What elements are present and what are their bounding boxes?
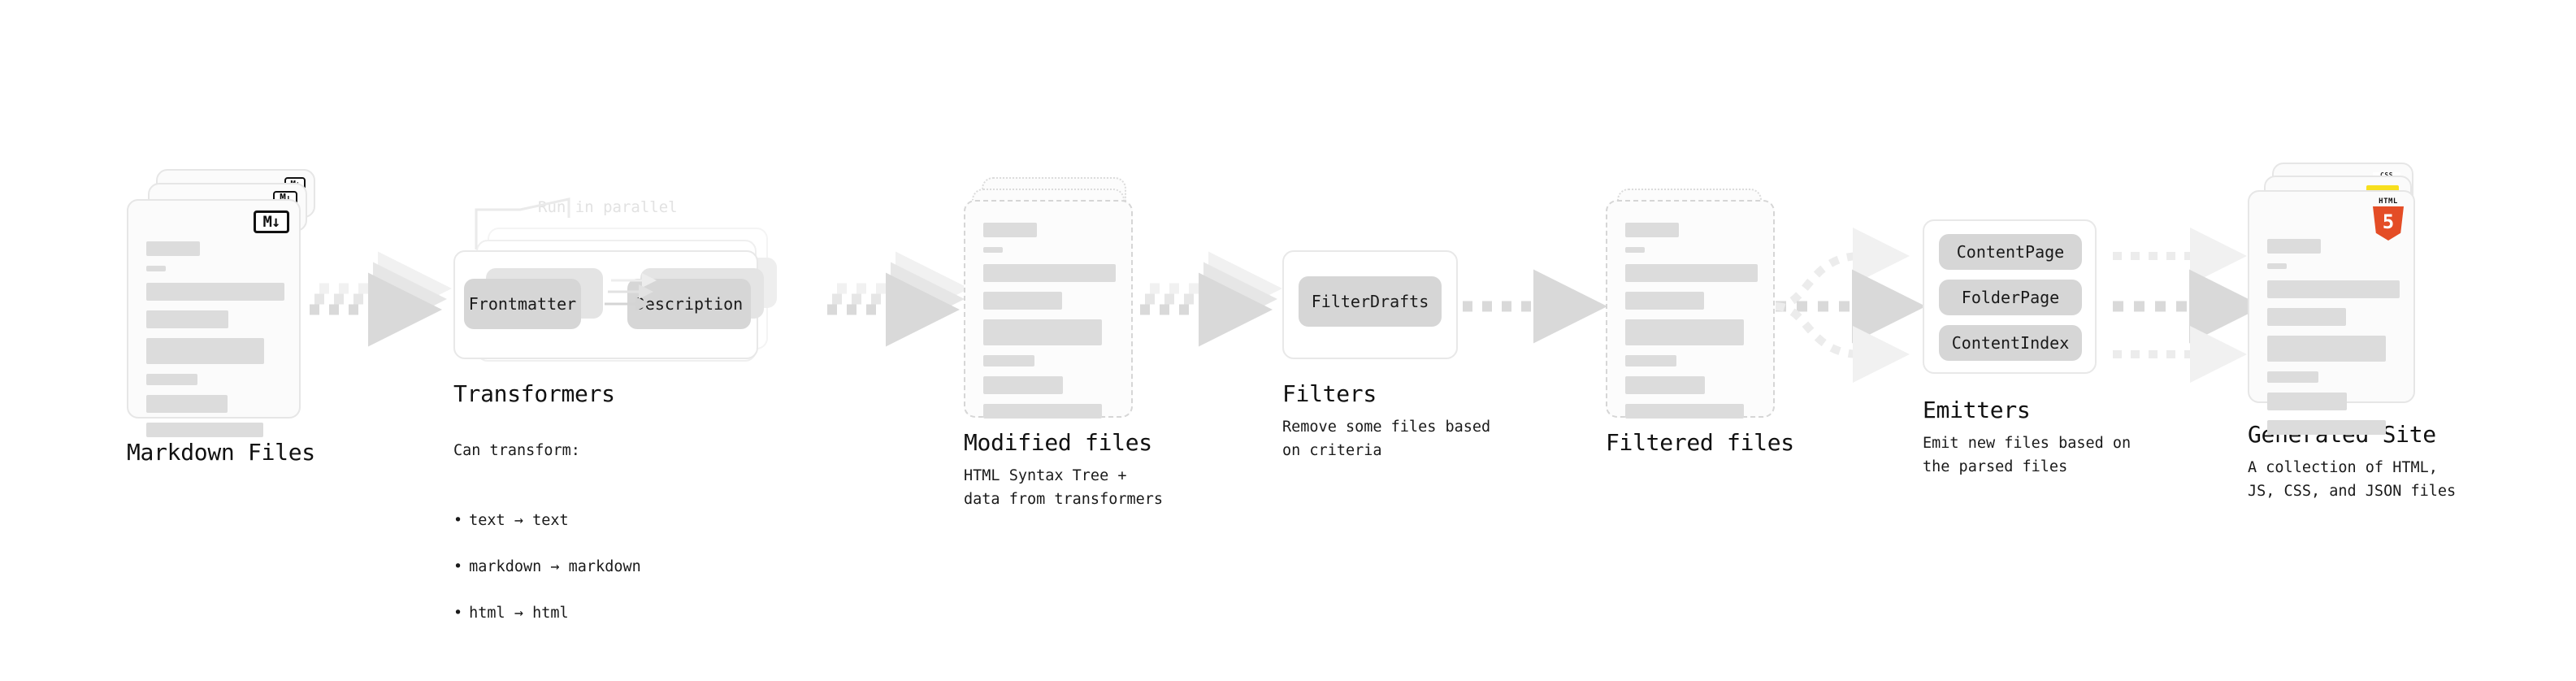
- placeholder-bars: [146, 241, 284, 447]
- caption-title-modified-files: Modified files: [964, 429, 1152, 456]
- markdown-badge-icon: M↓: [254, 210, 289, 233]
- emitter-chip-contentpage[interactable]: ContentPage: [1939, 234, 2082, 270]
- connector-emitters-to-site: [2113, 228, 2263, 383]
- filtered-card-front: [1606, 200, 1775, 419]
- caption-desc-generated-site: A collection of HTML, JS, CSS, and JSON …: [2248, 459, 2457, 500]
- parallel-label: Run in parallel: [538, 198, 678, 216]
- placeholder-bars: [983, 223, 1116, 428]
- html5-badge-digit: 5: [2382, 210, 2395, 233]
- transform-item: html → html: [453, 602, 641, 626]
- transform-list: text → text markdown → markdown html → h…: [453, 486, 641, 649]
- emitter-chip-contentindex[interactable]: ContentIndex: [1939, 325, 2082, 361]
- connector-markdown-to-transformers: [310, 251, 452, 347]
- site-card-front: HTML 5: [2248, 190, 2415, 435]
- caption-title-filtered-files: Filtered files: [1606, 429, 1794, 456]
- caption-desc-emitters: Emit new files based on the parsed files: [1923, 435, 2131, 475]
- caption-title-filters: Filters: [1282, 380, 1377, 407]
- transformer-chip-description[interactable]: Description: [627, 279, 751, 329]
- caption-title-markdown-files: Markdown Files: [127, 439, 315, 466]
- connector-filtered-to-emitters: [1775, 228, 1926, 383]
- caption-title-emitters: Emitters: [1923, 397, 2031, 423]
- filter-chip-filterdrafts[interactable]: FilterDrafts: [1299, 276, 1442, 327]
- transformer-chip-frontmatter[interactable]: Frontmatter: [464, 279, 581, 329]
- caption-title-transformers: Transformers: [453, 380, 615, 407]
- html5-badge-icon: HTML 5: [2371, 198, 2405, 241]
- placeholder-bars: [2267, 239, 2400, 445]
- transform-item: markdown → markdown: [453, 556, 641, 579]
- modified-card-front: [964, 200, 1133, 419]
- connector-modified-to-filters: [1140, 251, 1282, 347]
- markdown-card-front: M↓: [127, 199, 301, 437]
- connector-transformers-to-modified: [827, 251, 969, 347]
- caption-desc-transformers: Can transform: text → text markdown → ma…: [453, 416, 641, 672]
- placeholder-bars: [1625, 223, 1758, 428]
- caption-desc-modified-files: HTML Syntax Tree + data from transformer…: [964, 467, 1164, 508]
- emitter-chip-folderpage[interactable]: FolderPage: [1939, 280, 2082, 315]
- html5-badge-label: HTML: [2379, 197, 2398, 206]
- transform-item: text → text: [453, 510, 641, 533]
- transform-heading: Can transform:: [453, 441, 580, 459]
- caption-desc-filters: Remove some files based on criteria: [1282, 419, 1491, 459]
- html5-shield-icon: 5: [2373, 206, 2404, 241]
